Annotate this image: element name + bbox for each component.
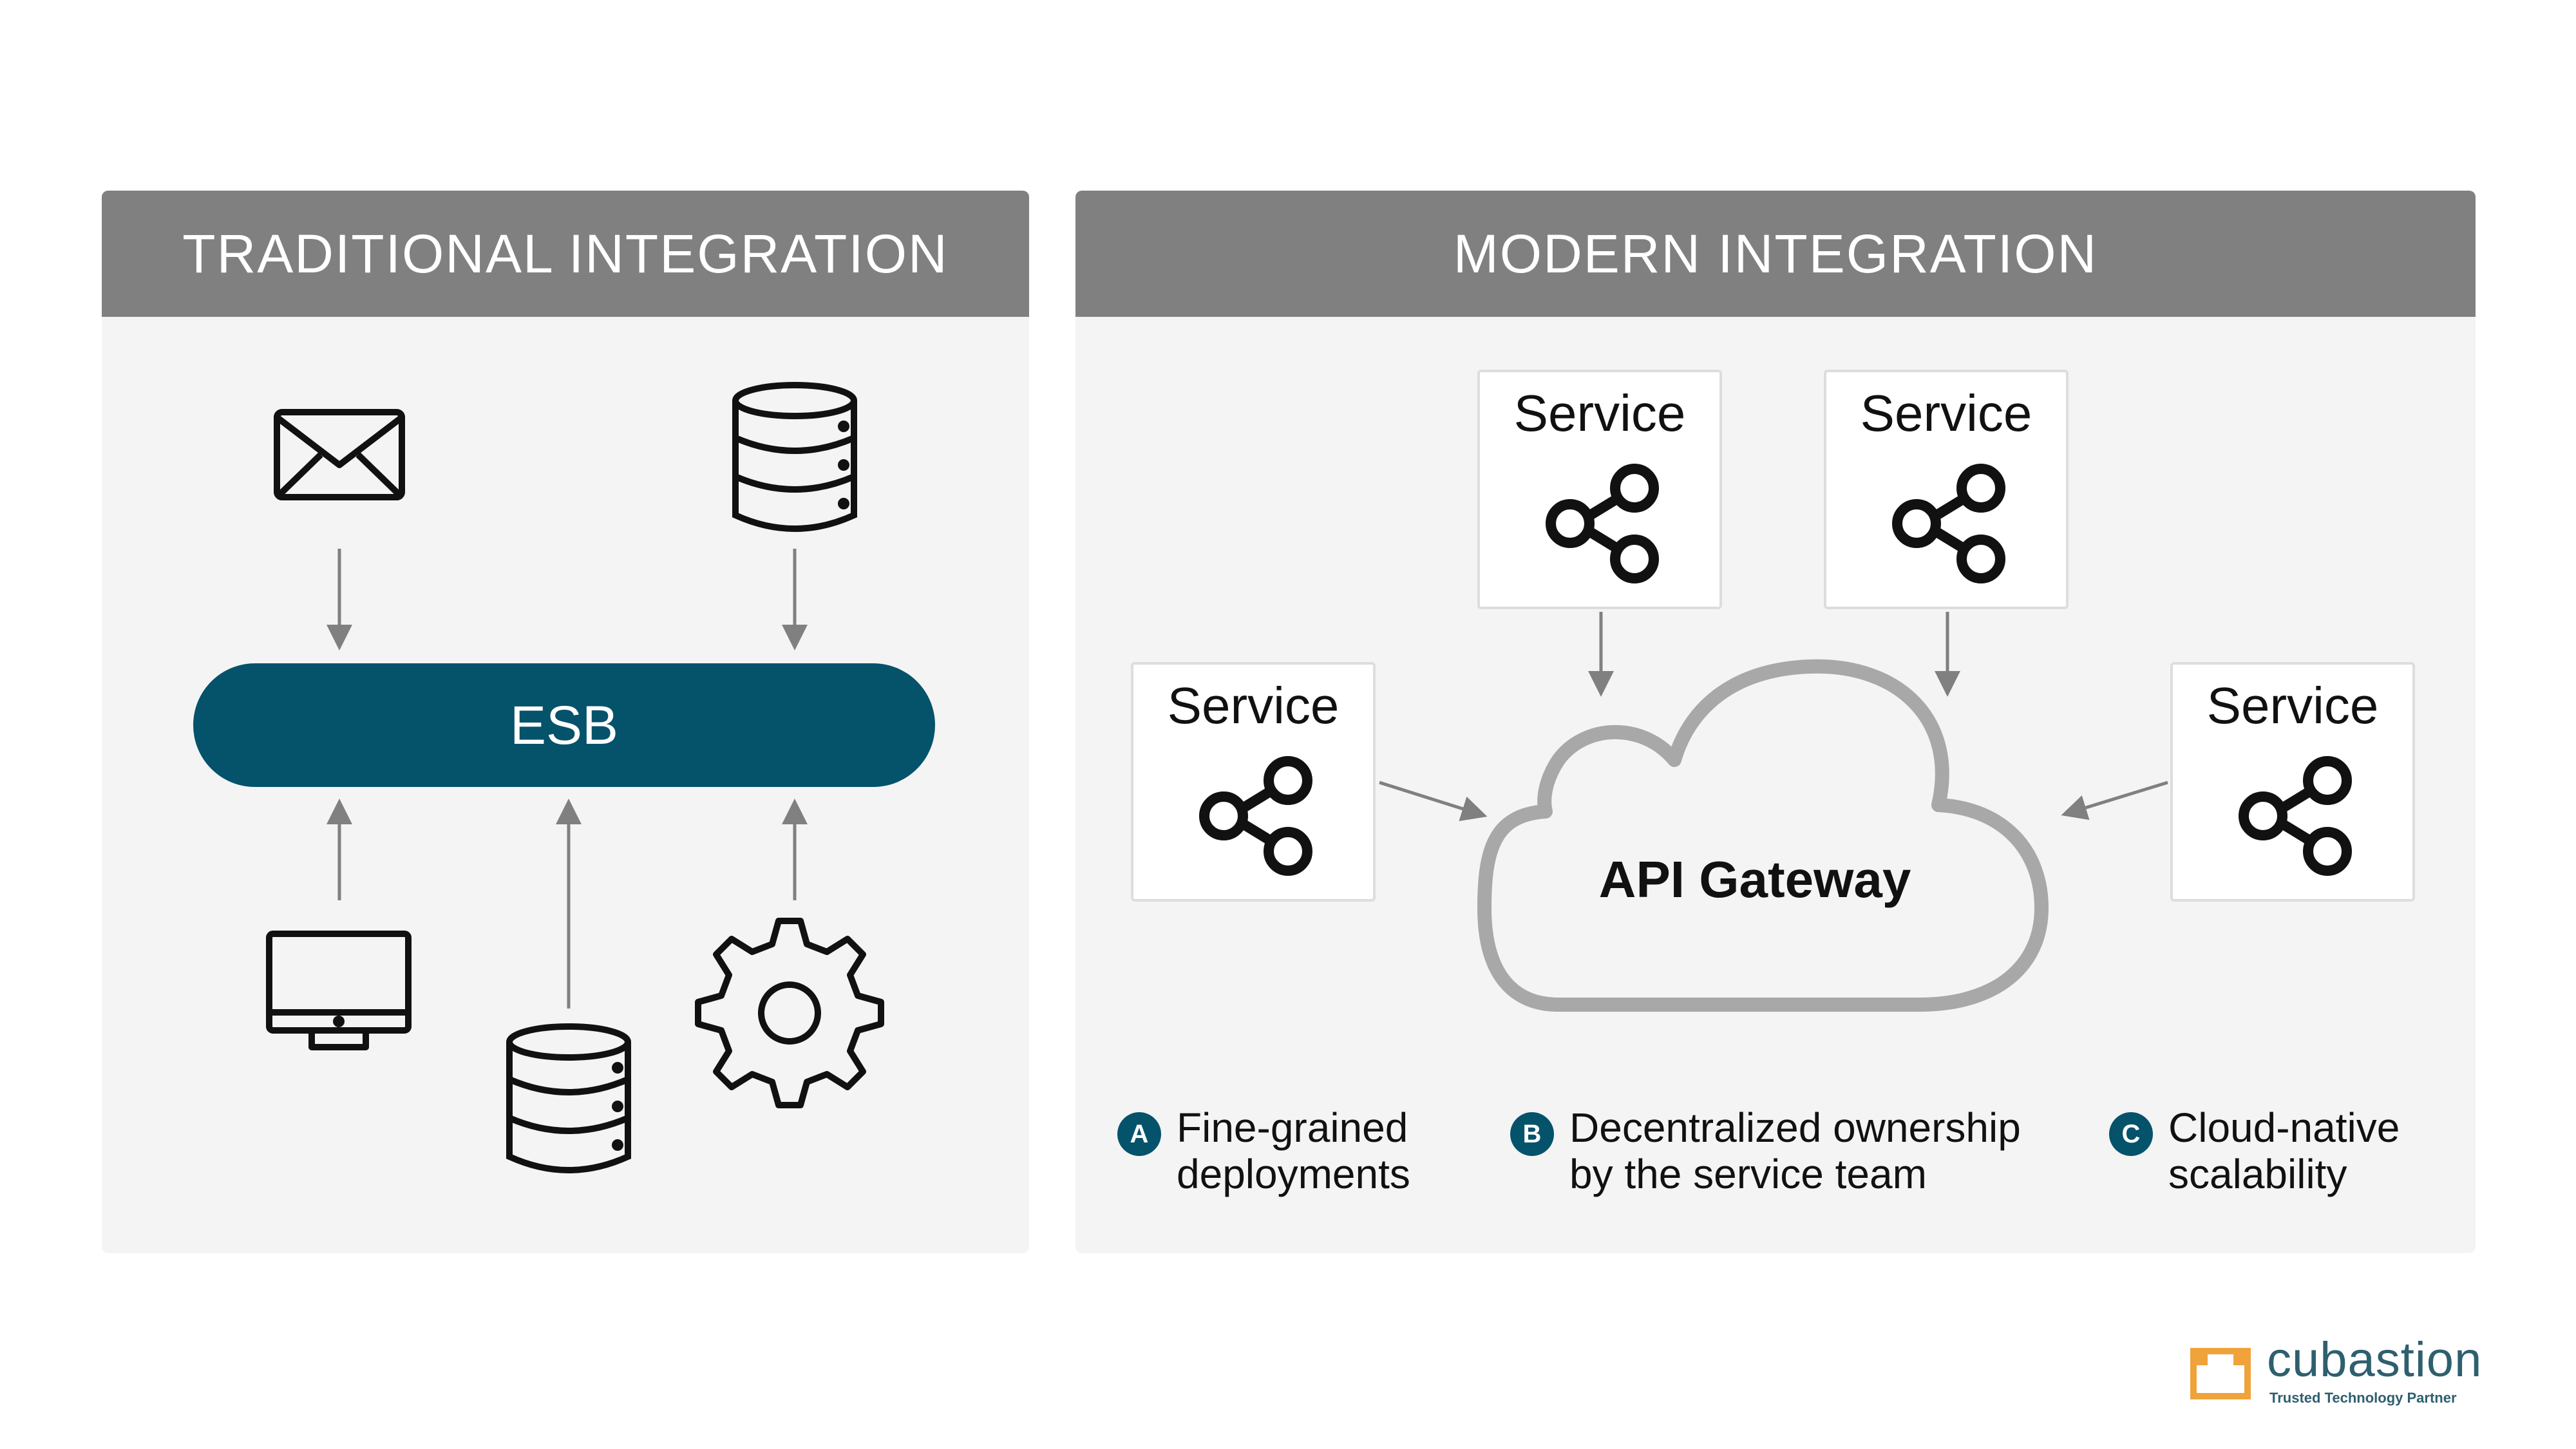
arrow-service-right-to-gateway [2061, 781, 2168, 820]
benefit-line: Decentralized ownership [1569, 1104, 2021, 1151]
esb-hub: ESB [193, 663, 935, 787]
benefit-item: A Fine-grained deployments [1117, 1104, 1410, 1197]
benefit-line: deployments [1177, 1151, 1410, 1197]
cubastion-logo-mark [2190, 1348, 2251, 1399]
service-label: Service [2206, 677, 2379, 734]
benefit-badge: C [2109, 1112, 2153, 1156]
share-icon [1199, 756, 1312, 876]
benefit-line: scalability [2168, 1151, 2347, 1197]
service-card: Service [1824, 370, 2069, 609]
share-icon [2239, 756, 2352, 876]
service-label: Service [1513, 384, 1686, 442]
database-icon [732, 382, 857, 532]
benefit-item: C Cloud-native scalability [2109, 1104, 2400, 1197]
monitor-icon [266, 931, 412, 1050]
traditional-integration-title: TRADITIONAL INTEGRATION [102, 191, 1029, 317]
share-icon [1546, 464, 1659, 583]
brand-name: cubastion [2267, 1332, 2483, 1387]
benefit-text: Cloud-native scalability [2168, 1104, 2400, 1197]
service-label: Service [1860, 384, 2032, 442]
database-icon [506, 1023, 631, 1173]
service-card: Service [1131, 662, 1376, 902]
benefit-item: B Decentralized ownership by the service… [1510, 1104, 2021, 1197]
cloud-shape [1477, 659, 2049, 1012]
service-card: Service [1477, 370, 1722, 609]
benefit-line: by the service team [1569, 1151, 1927, 1197]
benefit-badge: B [1510, 1112, 1554, 1156]
modern-integration-title: MODERN INTEGRATION [1075, 191, 2476, 317]
benefit-line: Cloud-native [2168, 1104, 2400, 1151]
arrow-service-left-to-gateway [1379, 781, 1488, 822]
service-card: Service [2170, 662, 2415, 902]
api-gateway-label: API Gateway [1598, 851, 1911, 908]
envelope-icon [274, 409, 405, 500]
brand-tagline: Trusted Technology Partner [2269, 1390, 2457, 1406]
benefit-text: Fine-grained deployments [1177, 1104, 1410, 1197]
share-icon [1892, 464, 2005, 583]
service-label: Service [1167, 677, 1340, 734]
benefit-line: Fine-grained [1177, 1104, 1408, 1151]
benefit-badge: A [1117, 1112, 1161, 1156]
benefit-text: Decentralized ownership by the service t… [1569, 1104, 2021, 1197]
gear-icon [695, 918, 884, 1108]
